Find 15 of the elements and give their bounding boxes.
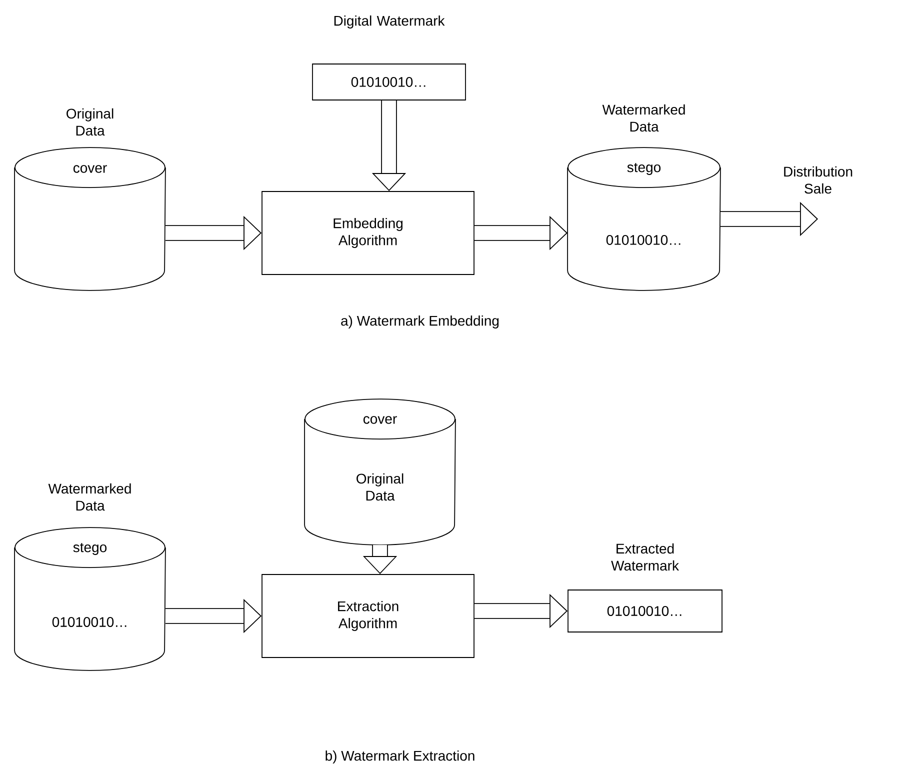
process-box: 01010010… [312, 64, 466, 100]
heading-label: Digital Watermark [334, 15, 445, 28]
database-cylinder: stego 01010010… [14, 527, 166, 671]
heading-label: Watermarked Data [602, 104, 685, 132]
caption-label: b) Watermark Extraction [326, 750, 474, 764]
heading-label: Original Data [66, 108, 114, 136]
database-cylinder: cover Original Data [304, 398, 456, 546]
process-box: Extraction Algorithm [262, 574, 474, 658]
database-cylinder: stego 01010010… [567, 147, 721, 291]
heading-label: Extracted Watermark [611, 543, 679, 571]
caption-label: a) Watermark Embedding [341, 315, 499, 329]
database-cylinder: cover [14, 147, 166, 291]
process-box: Embedding Algorithm [262, 191, 474, 275]
text-label: Distribution Sale [784, 166, 852, 194]
heading-label: Watermarked Data [48, 483, 131, 511]
